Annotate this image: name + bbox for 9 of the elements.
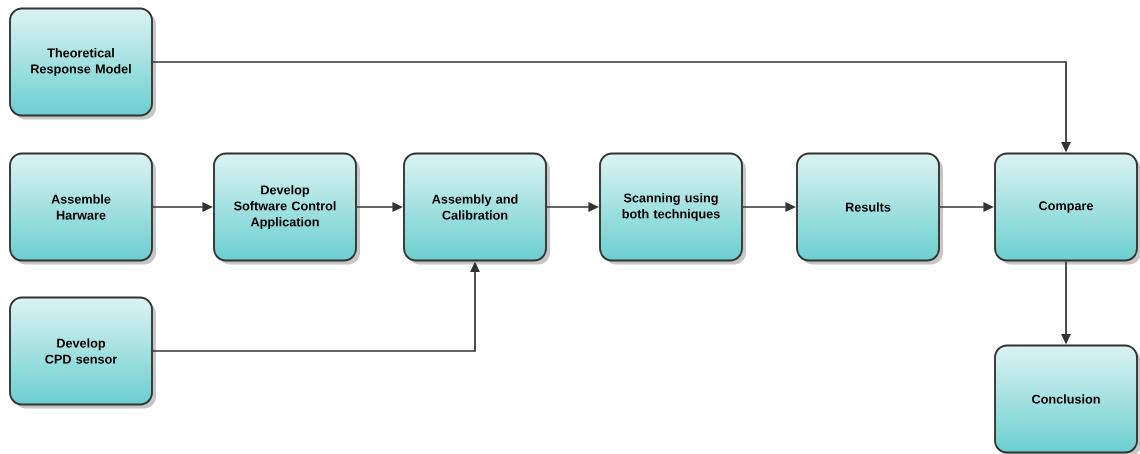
process-box: Develop CPD sensor [9,296,156,409]
process-box: Results [796,152,943,265]
process-box: Scanning using both techniques [599,152,746,265]
process-box: Assembly and Calibration [403,152,550,265]
process-box: Conclusion [994,344,1140,454]
process-box: Compare [994,152,1140,265]
process-box: Theoretical Response Model [9,7,156,120]
process-box: Develop Software Control Application [213,152,360,265]
process-box: Assemble Harware [9,152,156,265]
